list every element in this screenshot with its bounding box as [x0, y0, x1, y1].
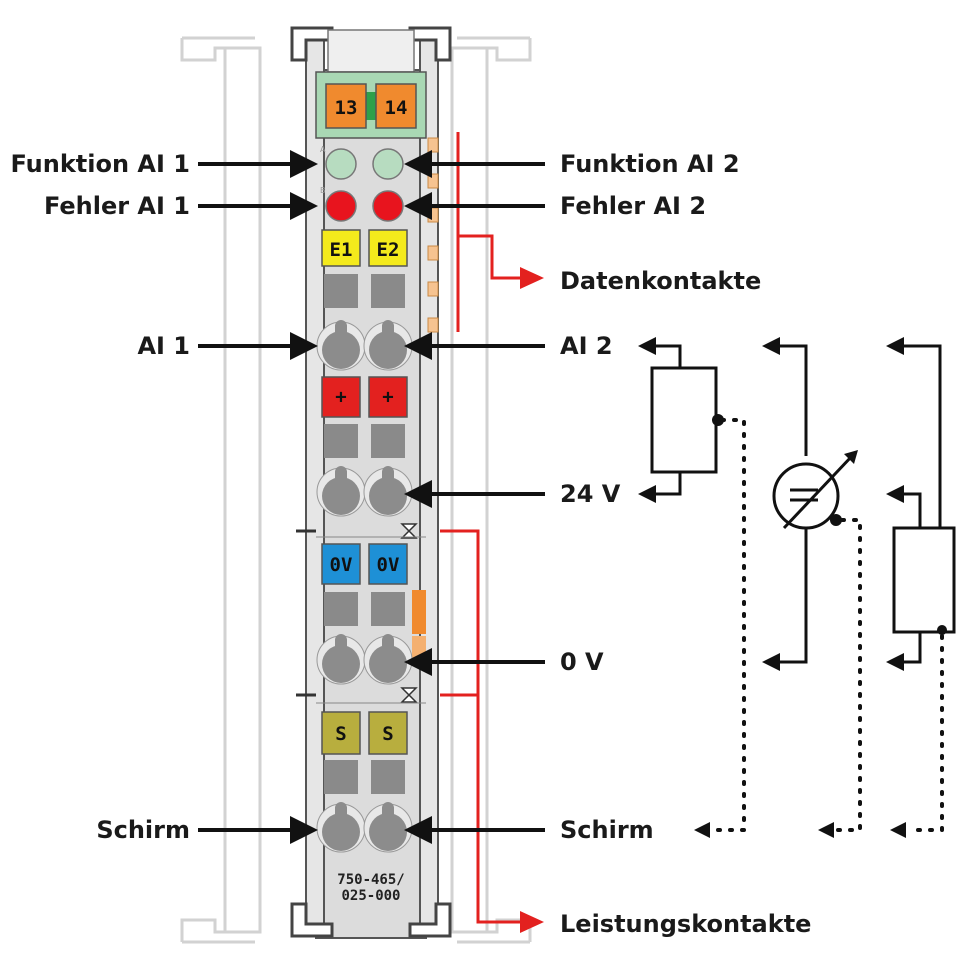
ov-1-label: 0V [330, 554, 353, 576]
label-0v: 0 V [560, 648, 604, 676]
part-number-line1: 750-465/ [337, 872, 404, 888]
e2-label: E2 [377, 239, 400, 261]
terminal-14-label: 14 [385, 97, 408, 119]
leistungskontakte-leader [440, 529, 544, 933]
label-schirm-right: Schirm [560, 816, 654, 844]
led-fehler-ai1 [325, 190, 357, 222]
led-funktion-ai1 [325, 148, 357, 180]
label-ai1: AI 1 [137, 332, 190, 360]
terminal-14 [375, 83, 417, 129]
e1-label: E1 [330, 239, 353, 261]
power-contact-plus [412, 590, 426, 634]
s-2-label: S [382, 723, 393, 745]
label-funktion-ai1: Funktion AI 1 [10, 150, 190, 178]
section-separators [296, 523, 426, 704]
clamp-row-schirm [316, 802, 413, 853]
ov-2-label: 0V [377, 554, 400, 576]
label-datenkontakte: Datenkontakte [560, 267, 761, 295]
label-schirm-left: Schirm [96, 816, 190, 844]
din-rail-outline [180, 36, 532, 944]
label-ai2: AI 2 [560, 332, 613, 360]
led-funktion-ai2 [372, 148, 404, 180]
clamp-row-ai [316, 320, 413, 371]
terminal-13-label: 13 [335, 97, 358, 119]
clamp-row-24v [316, 466, 413, 517]
led-b-letter: B [320, 186, 326, 195]
label-leistungskontakte: Leistungskontakte [560, 910, 811, 938]
ov-marker-row: 0V 0V [321, 543, 426, 664]
status-terminal-block: 13 14 [315, 71, 427, 139]
s-1-label: S [335, 723, 346, 745]
terminal-13 [325, 83, 367, 129]
sensor-resistor [886, 337, 956, 838]
label-funktion-ai2: Funktion AI 2 [560, 150, 740, 178]
sensor-transmitter [762, 337, 862, 838]
right-arrows [404, 150, 545, 844]
led-panel: A B [320, 145, 404, 222]
led-a-letter: A [320, 145, 326, 154]
shield-marker-row: S S [321, 711, 408, 794]
left-arrows [198, 150, 318, 844]
sensor-potentiometer [638, 337, 746, 838]
label-fehler-ai2: Fehler AI 2 [560, 192, 706, 220]
data-contacts [427, 137, 439, 333]
clamp-row-0v [316, 634, 413, 685]
plus-2-label: + [382, 386, 393, 408]
input-marker-row: E1 E2 [321, 229, 408, 308]
part-number-line2: 025-000 [341, 888, 400, 904]
label-fehler-ai1: Fehler AI 1 [44, 192, 190, 220]
label-24v: 24 V [560, 480, 621, 508]
plus-1-label: + [335, 386, 346, 408]
plus-marker-row: + + [321, 376, 408, 458]
led-fehler-ai2 [372, 190, 404, 222]
